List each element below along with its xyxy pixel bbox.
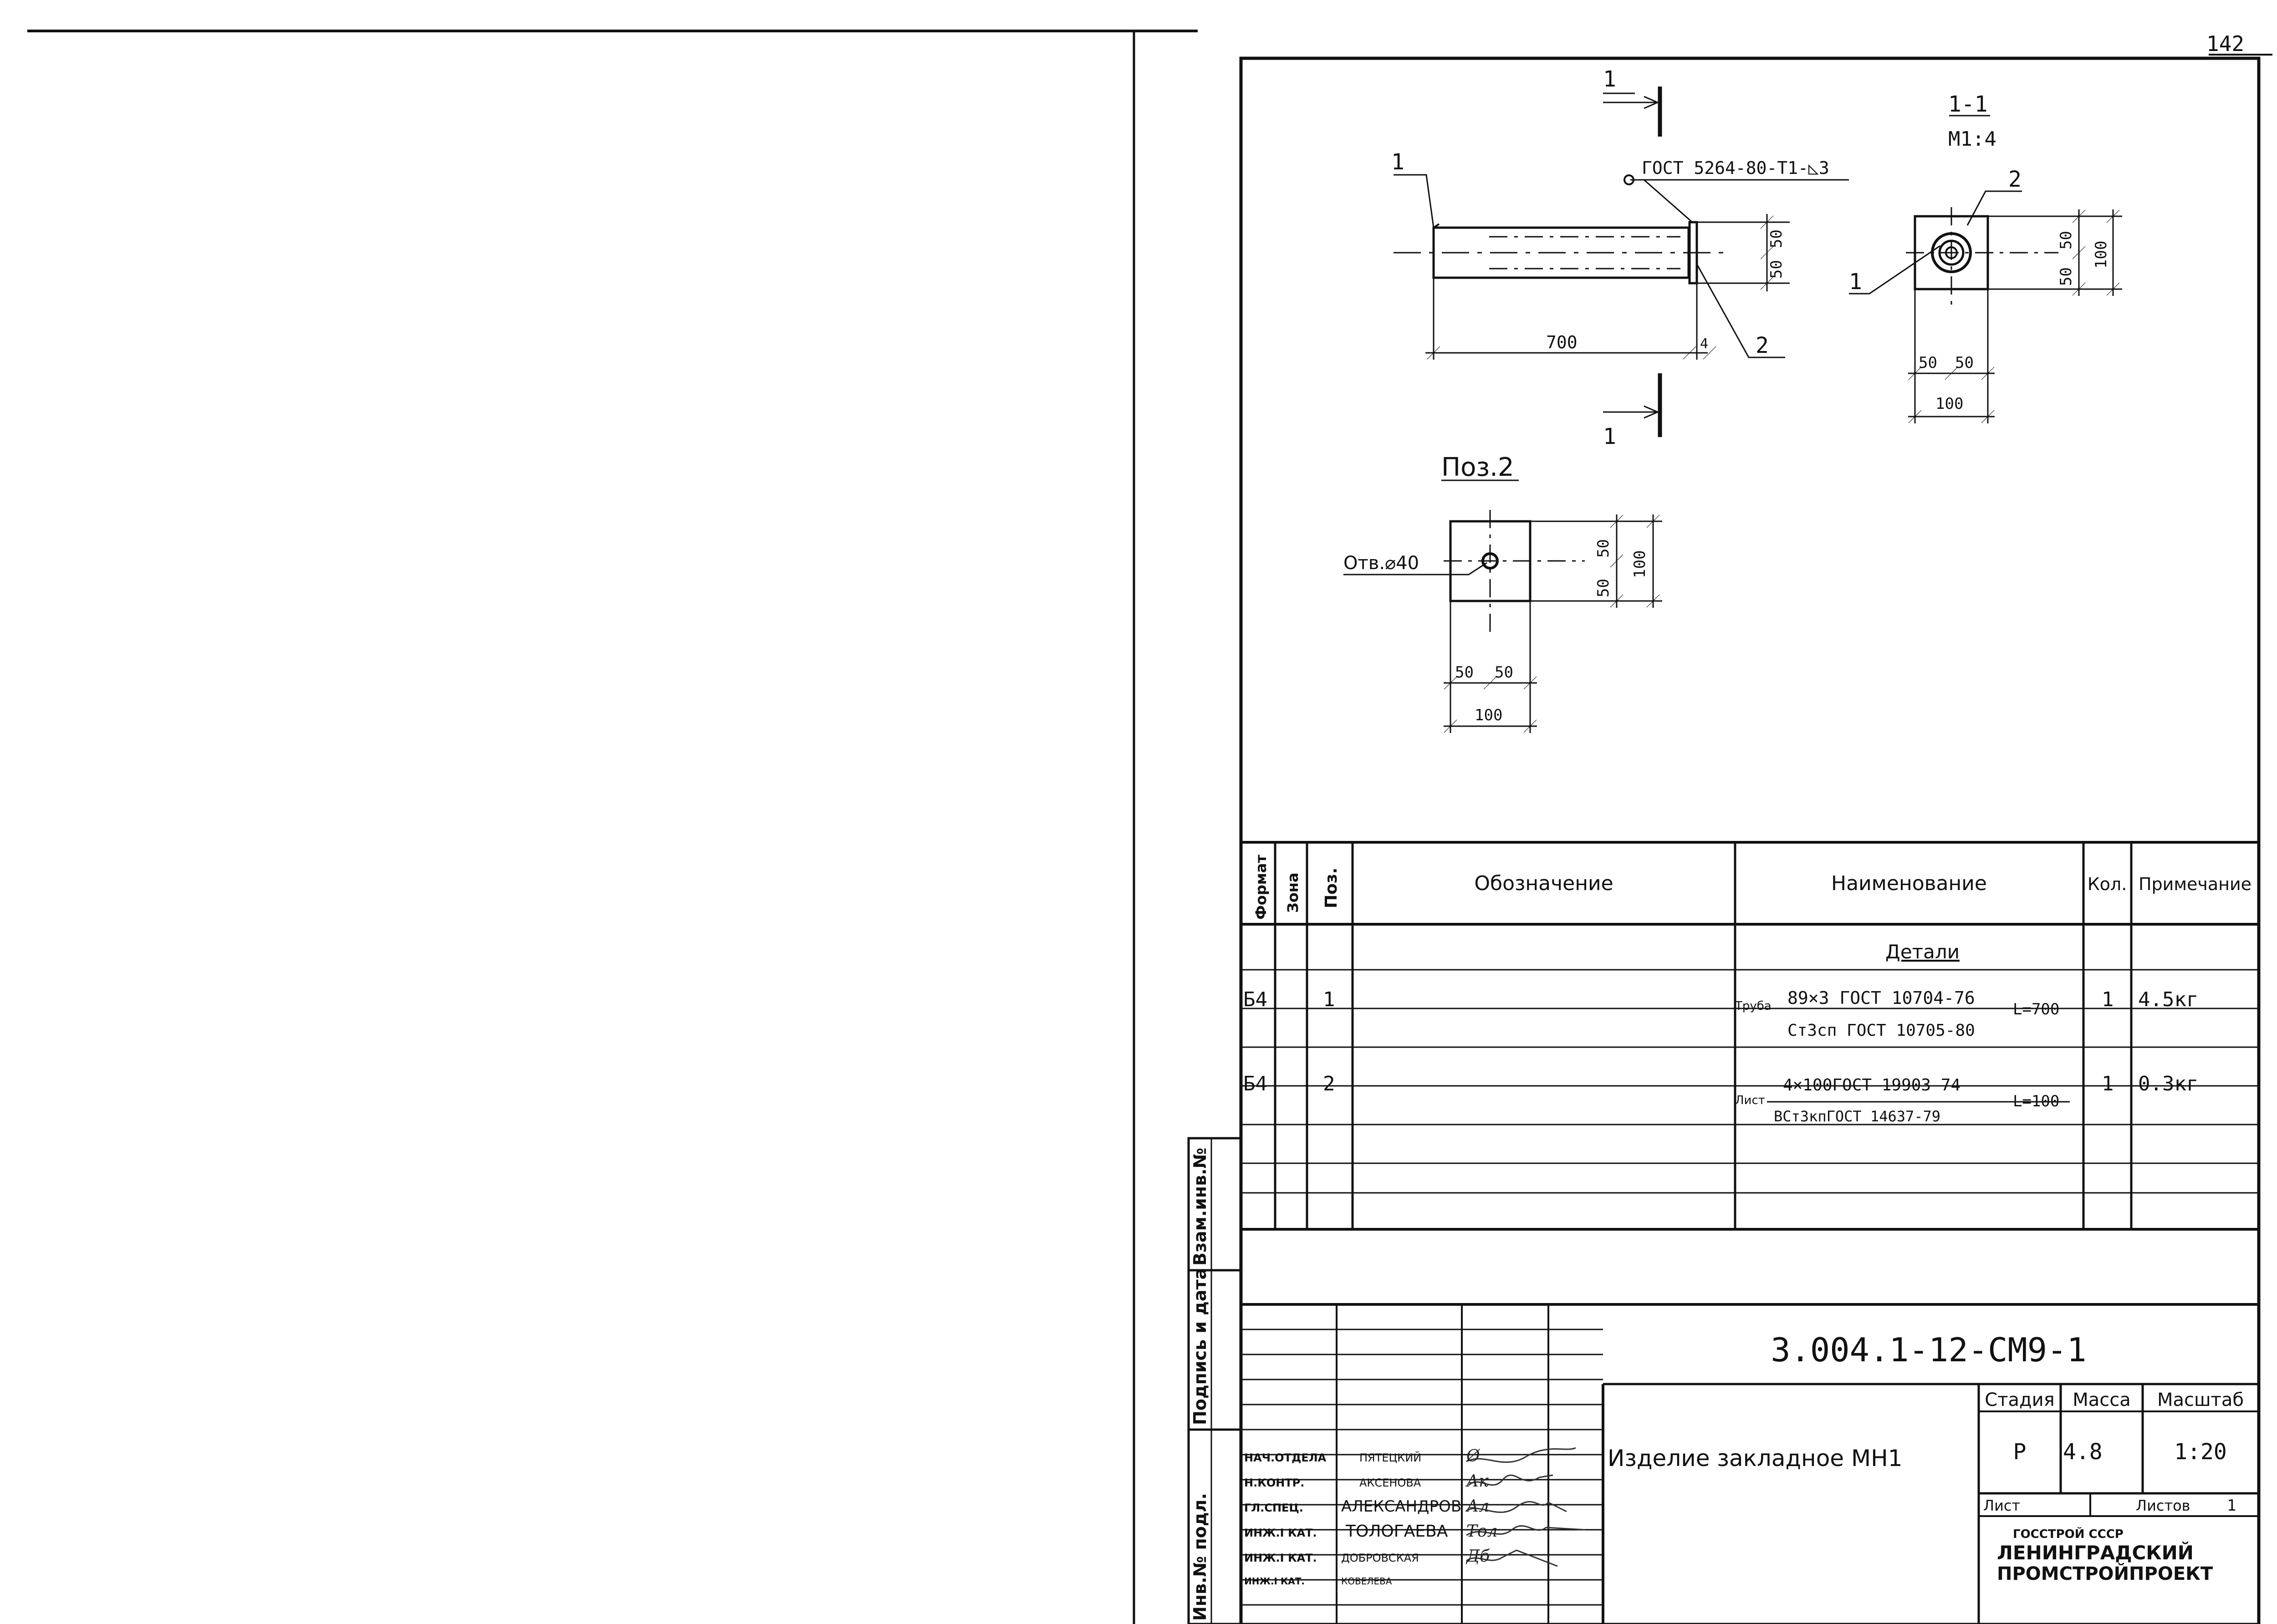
title-block-grid bbox=[1241, 1303, 2259, 1624]
section-dim-v-b: 50 bbox=[2057, 267, 2075, 286]
row2-note: 0.3кг bbox=[2138, 1072, 2198, 1095]
section-mark-top: 1 bbox=[1603, 66, 1616, 92]
signer2-role: Н.КОНТР. bbox=[1244, 1476, 1304, 1489]
pos1-leader bbox=[1394, 174, 1435, 228]
signer2-sign: Ак bbox=[1465, 1472, 1489, 1491]
pos2-leader bbox=[1696, 264, 1785, 358]
pos2-hole-note: Отв.⌀40 bbox=[1343, 553, 1419, 574]
row2-qty: 1 bbox=[2102, 1072, 2114, 1095]
signer4-name: ТОЛОГАЕВА bbox=[1345, 1522, 1448, 1541]
side-stamp-column bbox=[1187, 1137, 1242, 1624]
pos2-dim-v-total: 100 bbox=[1631, 550, 1649, 578]
row2-name-bottom: ВСт3кпГОСТ 14637-79 bbox=[1774, 1108, 1940, 1125]
main-dim-thickness: 4 bbox=[1700, 336, 1708, 352]
stamp-sign-date: Подпись и дата bbox=[1190, 1268, 1210, 1425]
signer5-role: ИНЖ.I КАТ. bbox=[1244, 1552, 1317, 1564]
section-dim-h-a: 50 bbox=[1919, 354, 1937, 372]
section-pos1-label: 1 bbox=[1849, 269, 1862, 295]
main-dim-half-b: 50 bbox=[1767, 260, 1786, 279]
row1-name-top: 89×3 ГОСТ 10704-76 bbox=[1787, 988, 1975, 1008]
pipe-main-view bbox=[1394, 214, 1790, 360]
signer4-role: ИНЖ.I КАТ. bbox=[1244, 1527, 1317, 1539]
pos2-dim-h-total: 100 bbox=[1475, 706, 1502, 724]
pos2-title: Поз.2 bbox=[1441, 453, 1514, 482]
pos2-plate-view bbox=[1343, 479, 1662, 733]
stamp-replace-inv: Взам.инв.№ bbox=[1190, 1148, 1210, 1266]
section-dim-h-b: 50 bbox=[1955, 354, 1974, 372]
section-dim-h-total: 100 bbox=[1935, 395, 1963, 413]
section-1-1-view bbox=[1849, 115, 2122, 423]
signer5-name: ДОБРОВСКАЯ bbox=[1341, 1552, 1419, 1564]
header-format: Формат bbox=[1252, 855, 1270, 920]
row1-qty: 1 bbox=[2102, 988, 2114, 1011]
spec-table-grid bbox=[1241, 841, 2259, 1231]
scale-label: Масштаб bbox=[2157, 1390, 2244, 1410]
sheet-label: Лист bbox=[1983, 1497, 2020, 1514]
signer1-role: НАЧ.ОТДЕЛА bbox=[1244, 1451, 1327, 1464]
mass-value: 4.8 bbox=[2063, 1439, 2103, 1465]
item-name: Изделие закладное МН1 bbox=[1608, 1445, 1903, 1471]
section-pos2-label: 2 bbox=[2008, 167, 2022, 192]
main-dim-half-a: 50 bbox=[1767, 229, 1786, 248]
signer1-sign: Ø bbox=[1466, 1447, 1481, 1466]
stamp-inv-orig: Инв.№ подл. bbox=[1190, 1493, 1210, 1621]
org-line1: ГОССТРОЙ СССР bbox=[2013, 1527, 2124, 1541]
scale-value: 1:20 bbox=[2174, 1439, 2227, 1465]
signer4-sign: Тол bbox=[1466, 1522, 1498, 1541]
row2-name-prefix: Лист bbox=[1735, 1094, 1765, 1107]
row1-pos: 1 bbox=[1323, 988, 1335, 1011]
section-cut-markers bbox=[1603, 87, 1662, 437]
org-line3: ПРОМСТРОЙПРОЕКТ bbox=[1997, 1563, 2213, 1584]
row1-name-bottom: Ст3сп ГОСТ 10705-80 bbox=[1787, 1021, 1975, 1040]
row2-name-top: 4×100ГОСТ 19903-74 bbox=[1783, 1076, 1960, 1095]
pos2-dim-h-b: 50 bbox=[1495, 663, 1513, 682]
signer6-name: КОВЕЛЕВА bbox=[1341, 1576, 1392, 1587]
row1-note: 4.5кг bbox=[2138, 988, 2198, 1011]
signature-scribbles bbox=[1466, 1447, 1585, 1567]
sheets-label: Листов bbox=[2136, 1497, 2190, 1514]
main-pos1-label: 1 bbox=[1391, 149, 1404, 175]
weld-note: ГОСТ 5264-80-Т1-◺3 bbox=[1642, 158, 1829, 178]
plate-edge bbox=[1688, 221, 1698, 285]
sheets-value: 1 bbox=[2227, 1497, 2236, 1515]
pos2-dim-h-a: 50 bbox=[1455, 663, 1474, 682]
header-zone: Зона bbox=[1284, 873, 1302, 913]
signer5-sign: Дб bbox=[1465, 1547, 1490, 1566]
section-mark-bottom: 1 bbox=[1603, 424, 1616, 449]
row1-format: Б4 bbox=[1243, 988, 1267, 1011]
main-dim-length: 700 bbox=[1546, 332, 1578, 352]
header-pos: Поз. bbox=[1322, 868, 1341, 908]
spec-section-title: Детали bbox=[1885, 941, 1960, 963]
signer1-name: ПЯТЕЦКИЙ bbox=[1359, 1451, 1421, 1464]
page-number: 142 bbox=[2206, 31, 2244, 56]
row2-pos: 2 bbox=[1323, 1072, 1335, 1095]
header-name: Наименование bbox=[1831, 872, 1987, 895]
row1-name-prefix: Труба bbox=[1735, 999, 1772, 1013]
section-dim-v-total: 100 bbox=[2092, 241, 2110, 269]
signer3-sign: Ал bbox=[1465, 1497, 1489, 1516]
pos2-dim-v-b: 50 bbox=[1594, 579, 1613, 597]
header-designation: Обозначение bbox=[1474, 872, 1613, 895]
stage-value: Р bbox=[2013, 1439, 2027, 1465]
header-qty: Кол. bbox=[2088, 874, 2127, 894]
main-pos2-label: 2 bbox=[1756, 333, 1769, 358]
row2-format: Б4 bbox=[1243, 1072, 1267, 1095]
signer3-role: ГЛ.СПЕЦ. bbox=[1244, 1502, 1303, 1514]
mass-label: Масса bbox=[2073, 1390, 2131, 1410]
row1-length: L=700 bbox=[2013, 1000, 2059, 1018]
pos2-dim-v-a: 50 bbox=[1594, 539, 1613, 558]
weld-leader bbox=[1630, 179, 1693, 223]
section-dim-v-a: 50 bbox=[2057, 231, 2075, 249]
signer6-role: ИНЖ.I КАТ. bbox=[1244, 1576, 1305, 1587]
org-line2: ЛЕНИНГРАДСКИЙ bbox=[1997, 1541, 2194, 1564]
section-title: 1-1 bbox=[1948, 92, 1988, 117]
signer3-name: АЛЕКСАНДРОВ bbox=[1341, 1497, 1461, 1516]
header-note: Примечание bbox=[2139, 874, 2251, 894]
drawing-code: 3.004.1-12-СМ9-1 bbox=[1771, 1331, 2087, 1369]
signer2-name: АКСЕНОВА bbox=[1359, 1476, 1421, 1489]
section-scale: М1:4 bbox=[1948, 127, 1996, 151]
stage-label: Стадия bbox=[1985, 1390, 2054, 1410]
